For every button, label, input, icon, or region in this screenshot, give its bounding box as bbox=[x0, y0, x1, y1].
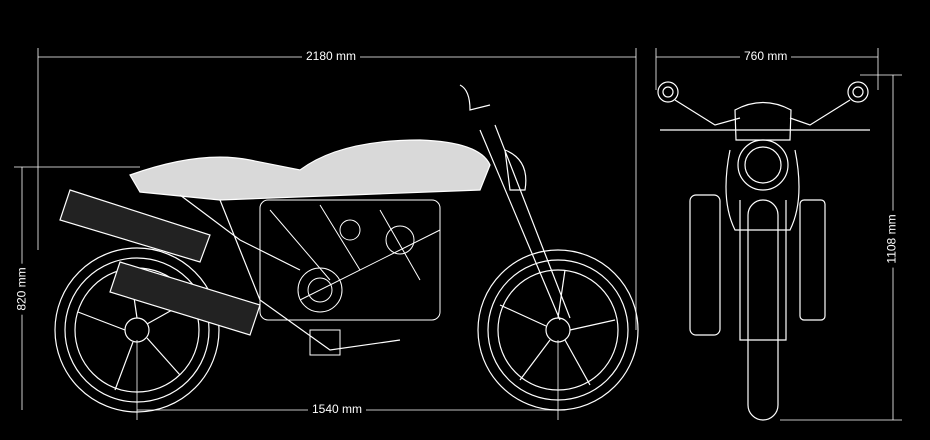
exhaust-pipes bbox=[59, 189, 261, 336]
dimension-wheelbase: 1540 mm bbox=[308, 402, 367, 416]
dimension-seat-height: 820 mm bbox=[14, 263, 29, 315]
dimension-overall-height: 1108 mm bbox=[884, 210, 899, 268]
front-fork bbox=[479, 124, 571, 321]
front-wheel bbox=[477, 249, 639, 411]
front-view bbox=[657, 81, 870, 421]
side-view bbox=[54, 84, 639, 413]
front-view-wheel bbox=[747, 199, 779, 421]
dimension-handlebar-width: 760 mm bbox=[740, 49, 792, 63]
tank-and-seat bbox=[129, 139, 491, 201]
engine bbox=[259, 199, 441, 356]
dimension-overall-length: 2180 mm bbox=[302, 49, 361, 63]
handlebars bbox=[660, 99, 870, 131]
